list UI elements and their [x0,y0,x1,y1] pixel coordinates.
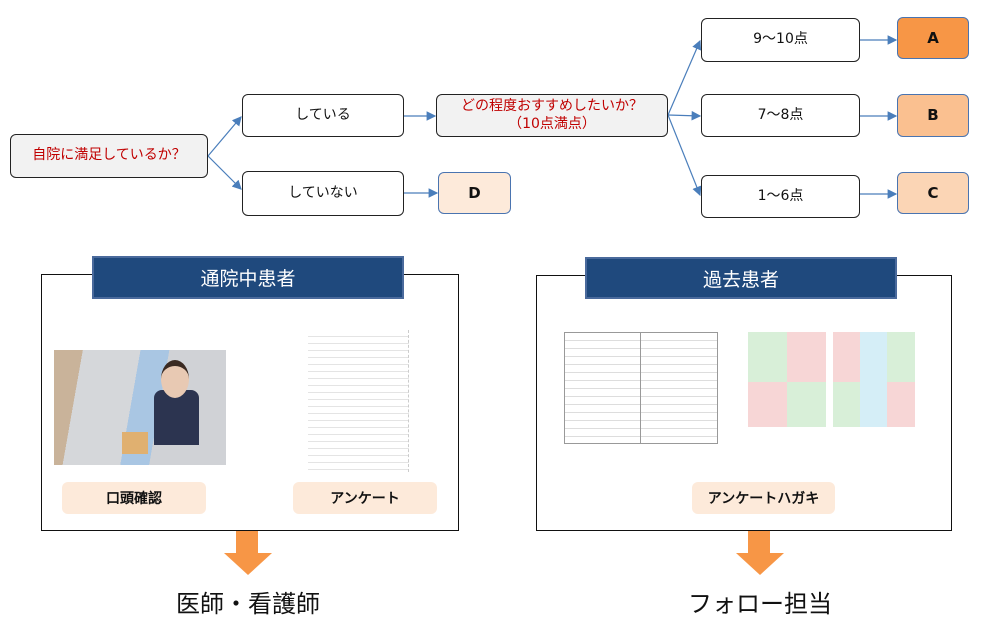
score-low: 1〜6点 [701,175,860,218]
method-survey: アンケート [293,482,437,514]
grade-a: A [897,17,969,59]
score-high: 9〜10点 [701,18,860,62]
answer-no: していない [242,171,404,216]
method-postcard: アンケートハガキ [692,482,835,514]
grade-c: C [897,172,969,214]
past-patients-header: 過去患者 [585,257,897,299]
grade-b: B [897,94,969,137]
connector-lines [207,35,898,199]
arrow-q2-low [667,114,702,197]
answer-yes: している [242,94,404,137]
current-owner: 医師・看護師 [176,590,320,618]
past-owner: フォロー担当 [688,590,832,618]
current-patients-header: 通院中患者 [92,256,404,299]
method-verbal: 口頭確認 [62,482,206,514]
question-recommend: どの程度おすすめしたいか？ （10点満点） [436,94,668,137]
postcard-sample-image [564,332,718,444]
survey-sheet-image [308,330,409,472]
question-recommend-line1: どの程度おすすめしたいか？ [461,98,643,114]
grade-d: D [438,172,511,214]
arrow-q2-high [667,39,702,116]
arrow-q1-no [207,155,242,190]
question-satisfied: 自院に満足しているか？ [10,134,208,178]
arrow-q2-mid [667,110,702,121]
arrow-q1-yes [207,116,242,157]
question-recommend-line2: （10点満点） [508,115,596,132]
score-mid: 7〜8点 [701,94,860,137]
postcard-template-image [745,332,917,447]
verbal-check-photo [54,350,226,465]
